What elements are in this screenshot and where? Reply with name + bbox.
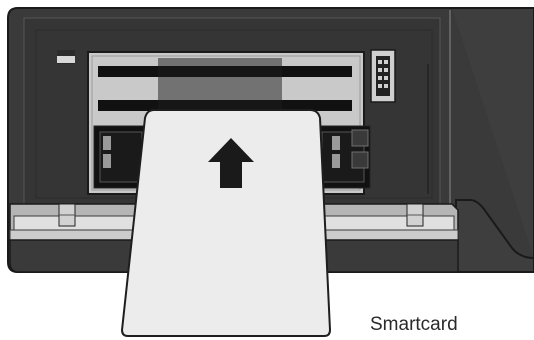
printer-side-panel — [452, 7, 534, 273]
right-slot-frame — [315, 125, 371, 189]
hinge-left — [58, 203, 76, 227]
hinge-right — [406, 203, 424, 227]
status-light-icon — [57, 50, 75, 64]
arrow-up-icon — [208, 138, 254, 188]
left-slot-frame — [93, 125, 149, 189]
smartcard — [120, 109, 332, 337]
smartcard-label: Smartcard — [370, 314, 458, 335]
usb-port-icon — [370, 49, 396, 103]
